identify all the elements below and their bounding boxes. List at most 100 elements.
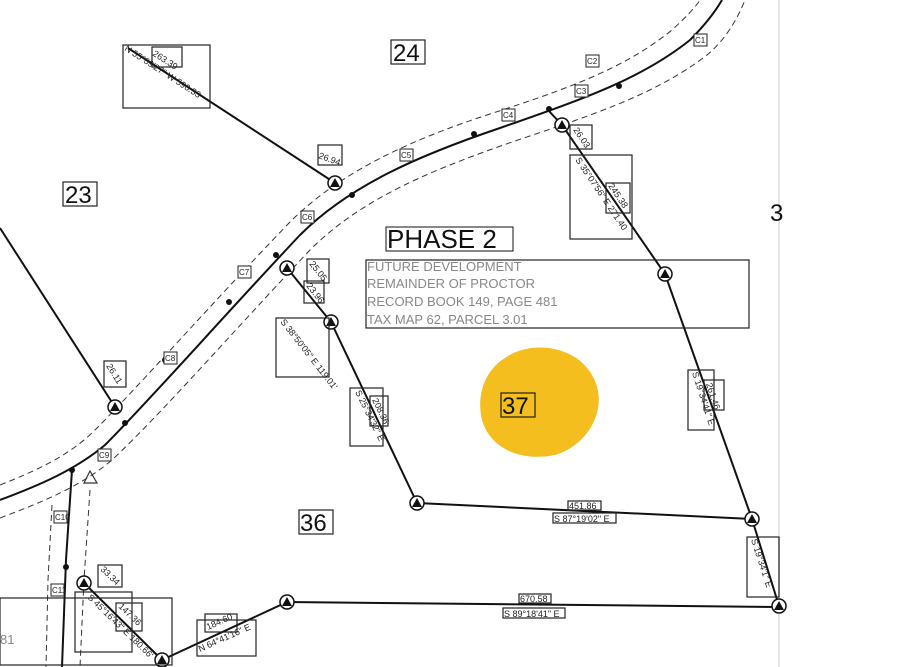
label-box-b8: [746, 536, 780, 598]
curve-tag-label: C5: [401, 151, 412, 160]
label-box-d6: [303, 280, 325, 304]
road-edge-north: [0, 0, 701, 486]
curve-tag[interactable]: C11: [50, 583, 67, 597]
monument-marker[interactable]: [327, 175, 343, 191]
curve-tag-label: C11: [52, 586, 67, 595]
monument-marker[interactable]: [76, 575, 92, 591]
monument-marker[interactable]: [554, 117, 570, 133]
label-box-d4: [605, 182, 631, 214]
label-box-d11: [518, 593, 552, 604]
curve-tag-label: C10: [55, 513, 70, 522]
label-box-d14: [204, 613, 238, 633]
curve-tag-label: C4: [503, 111, 514, 120]
bearing-b6: S 87°19'02" E: [554, 514, 610, 524]
lot-line-23-west: [0, 227, 116, 408]
label-box-d5: [306, 258, 330, 284]
benchmark-triangle: [83, 469, 99, 484]
monument-marker[interactable]: [771, 598, 787, 614]
monument-marker[interactable]: [107, 399, 123, 415]
lot-line-37-south: [416, 502, 753, 520]
lot-37-box: [500, 392, 536, 418]
lot-line-36-south: [161, 600, 780, 661]
curve-tag-label: C9: [99, 451, 110, 460]
adjacent-parcel-box: [0, 597, 173, 666]
label-box-d8: [369, 395, 389, 427]
label-box-d9: [703, 379, 725, 411]
lot-23-box: [62, 181, 98, 207]
lot-24-label[interactable]: 24: [393, 40, 420, 67]
lot-3-label[interactable]: 3: [770, 200, 783, 227]
lot-37-label[interactable]: 37: [502, 393, 529, 420]
side-road-centerline: [61, 469, 73, 667]
lot-line-east-lower: [751, 518, 780, 607]
label-box-d3: [569, 124, 593, 150]
monument-markers: [76, 117, 787, 667]
label-box-b7: [502, 607, 566, 619]
phase-note-line-1: FUTURE DEVELOPMENT: [367, 259, 522, 274]
label-box-b9: [74, 591, 133, 653]
lot-36-label[interactable]: 36: [300, 510, 327, 537]
curve-tag-label: C1: [695, 36, 706, 45]
label-box-b4: [349, 387, 384, 447]
adjacent-parcel-text: 81: [0, 632, 14, 647]
curve-tag-label: C8: [165, 354, 176, 363]
curve-tag-label: C2: [587, 57, 598, 66]
curve-tag-label: C7: [239, 268, 250, 277]
monument-marker[interactable]: [323, 314, 339, 330]
lot-37-highlight[interactable]: [480, 347, 599, 457]
bearing-b8: S 19°34'1" E: [749, 538, 774, 589]
distance-d5: 25.05: [307, 259, 329, 283]
curve-tag[interactable]: C7: [237, 265, 252, 279]
phase-title: PHASE 2: [387, 224, 497, 254]
label-box-b5: [687, 369, 715, 431]
phase-title-box: [385, 226, 514, 252]
curve-tag[interactable]: C3: [574, 84, 589, 98]
distance-d3: 26.03: [571, 126, 592, 150]
label-box-d7: [103, 360, 127, 388]
road-centerline: [0, 0, 723, 501]
curve-tag[interactable]: C8: [163, 351, 178, 365]
label-box-b6: [552, 512, 617, 524]
label-box-d2: [317, 144, 343, 166]
lot-line-36-west: [83, 582, 163, 661]
label-box-d13: [115, 602, 143, 632]
distance-d12: 33.34: [99, 564, 122, 587]
label-box-d12: [97, 564, 123, 588]
bearing-b7: S 89°18'41" E: [504, 609, 560, 619]
curve-tag[interactable]: C9: [97, 448, 112, 462]
monument-marker[interactable]: [279, 260, 295, 276]
label-box-b2: [569, 154, 633, 240]
side-road-edge-west: [45, 504, 53, 667]
curve-tag-label: C3: [576, 87, 587, 96]
curve-tag[interactable]: C2: [585, 54, 600, 68]
curve-tag[interactable]: C5: [399, 148, 414, 162]
lot-line-23-24: [127, 47, 336, 184]
road-edge-south: [0, 0, 746, 519]
label-box-b10: [196, 619, 257, 657]
monument-marker[interactable]: [657, 266, 673, 282]
curve-tag-label: C6: [302, 213, 313, 222]
label-box-d1: [151, 46, 183, 68]
monument-marker[interactable]: [744, 511, 760, 527]
label-box-b3: [275, 317, 330, 378]
curve-tag[interactable]: C1: [693, 33, 708, 47]
phase-note-line-4: TAX MAP 62, PARCEL 3.01: [367, 312, 528, 327]
label-box-b1: [122, 44, 211, 109]
lot-36-box: [298, 509, 334, 535]
curve-tag[interactable]: C6: [300, 210, 315, 224]
distance-d7: 26.11: [104, 362, 124, 386]
distance-d11: 670.58: [520, 594, 548, 604]
monument-marker[interactable]: [409, 495, 425, 511]
curve-tag[interactable]: C10: [53, 510, 70, 524]
phase-note-line-2: REMAINDER OF PROCTOR: [367, 276, 535, 291]
label-box-d10: [567, 500, 602, 511]
lot-23-label[interactable]: 23: [65, 182, 92, 209]
monument-marker[interactable]: [279, 594, 295, 610]
curve-tag[interactable]: C4: [501, 108, 516, 122]
distance-d10: 451.86: [569, 501, 597, 511]
lot-24-box: [390, 39, 426, 65]
monument-marker[interactable]: [154, 652, 170, 667]
phase-note-box: [365, 259, 750, 329]
